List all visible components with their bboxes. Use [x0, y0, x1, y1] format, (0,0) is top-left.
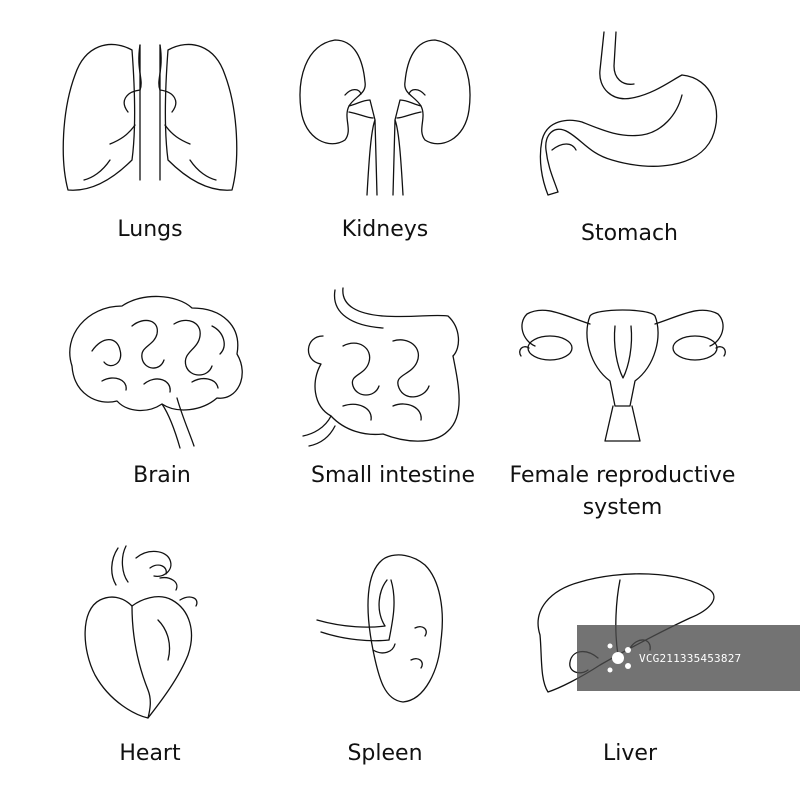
female-reproductive-system-icon	[505, 286, 740, 461]
organ-cell-heart: Heart	[40, 540, 260, 780]
organ-label: Lungs	[117, 217, 183, 242]
organ-cell-liver: Liver	[510, 540, 750, 780]
organ-label: Spleen	[347, 741, 423, 766]
organ-label: Stomach	[580, 221, 678, 246]
organ-label: Liver	[603, 741, 657, 766]
organ-label: Brain	[133, 463, 191, 488]
organ-cell-lungs: Lungs	[40, 20, 260, 260]
small-intestine-icon	[283, 286, 503, 461]
organ-label: Small intestine	[311, 463, 475, 488]
watermark: VCG211335453827	[577, 625, 800, 691]
vcg-logo-mark	[607, 643, 631, 673]
organ-cell-spleen: Spleen	[275, 540, 495, 780]
organ-label: Female reproductive system	[509, 463, 736, 520]
kidneys-icon	[275, 20, 495, 220]
spleen-icon	[275, 540, 495, 725]
organ-cell-stomach: Stomach	[512, 20, 747, 260]
watermark-id: VCG211335453827	[639, 651, 742, 665]
organ-cell-brain: Brain	[52, 286, 272, 516]
organ-cell-small-intestine: Small intestine	[283, 286, 503, 516]
brain-icon	[52, 286, 272, 461]
vcg-logo	[577, 625, 639, 691]
heart-icon	[40, 540, 260, 725]
stomach-icon	[512, 20, 747, 220]
organ-cell-kidneys: Kidneys	[275, 20, 495, 260]
organ-cell-female-reproductive-system: Female reproductive system	[505, 286, 740, 526]
organ-label: Kidneys	[341, 217, 429, 242]
organ-label: Heart	[119, 741, 181, 766]
lungs-icon	[40, 20, 260, 220]
